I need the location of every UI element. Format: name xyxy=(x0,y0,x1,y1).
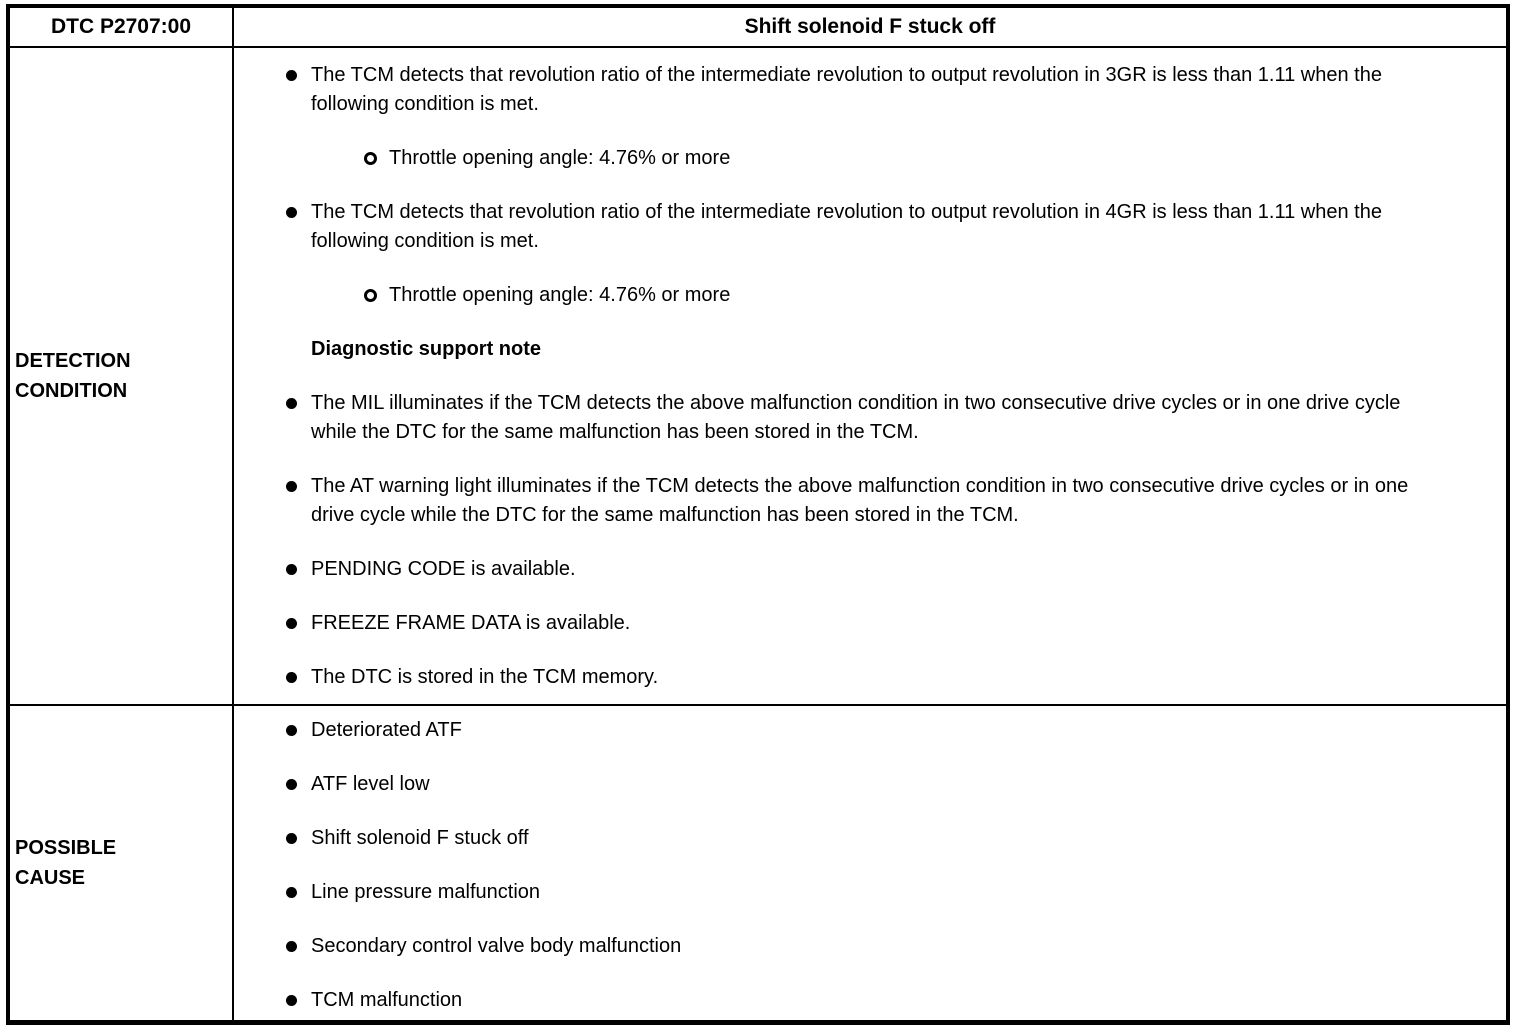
list-item-text: Secondary control valve body malfunction xyxy=(311,935,682,957)
list-item: Secondary control valve body malfunction xyxy=(286,932,1418,961)
list-item-text: PENDING CODE is available. xyxy=(311,558,576,580)
bullet-icon xyxy=(286,770,311,799)
list-item-text: The DTC is stored in the TCM memory. xyxy=(311,666,659,688)
list-item: The AT warning light illuminates if the … xyxy=(286,472,1418,530)
list-item: TCM malfunction xyxy=(286,986,1418,1015)
sub-list-item: Throttle opening angle: 4.76% or more xyxy=(364,144,1418,173)
detection-condition-label: DETECTION CONDITION xyxy=(15,350,131,402)
possible-cause-label: POSSIBLE CAUSE xyxy=(15,837,117,889)
list-item: The TCM detects that revolution ratio of… xyxy=(286,198,1418,256)
list-item-text: The TCM detects that revolution ratio of… xyxy=(311,64,1382,115)
list-item-text: FREEZE FRAME DATA is available. xyxy=(311,612,631,634)
list-item-text: Throttle opening angle: 4.76% or more xyxy=(389,284,731,306)
dtc-info-table: DTC P2707:00 Shift solenoid F stuck off … xyxy=(6,4,1510,1025)
list-item: Deteriorated ATF xyxy=(286,716,1418,745)
dtc-code-label: DTC P2707:00 xyxy=(50,15,192,38)
list-item-text: ATF level low xyxy=(311,773,430,795)
list-item-text: Deteriorated ATF xyxy=(311,719,462,741)
list-item-text: Throttle opening angle: 4.76% or more xyxy=(389,147,731,169)
bullet-icon xyxy=(286,555,311,584)
list-item: Line pressure malfunction xyxy=(286,878,1418,907)
list-item: The DTC is stored in the TCM memory. xyxy=(286,663,1418,692)
list-item: The TCM detects that revolution ratio of… xyxy=(286,61,1418,119)
bullet-icon xyxy=(286,61,311,119)
bullet-icon xyxy=(286,389,311,447)
list-item-text: Line pressure malfunction xyxy=(311,881,541,903)
list-item: Shift solenoid F stuck off xyxy=(286,824,1418,853)
note-heading: Diagnostic support note xyxy=(311,335,1418,364)
possible-cause-label-cell: POSSIBLE CAUSE xyxy=(10,706,234,1020)
detection-condition-content-cell: The TCM detects that revolution ratio of… xyxy=(234,48,1506,706)
detection-condition-list: The TCM detects that revolution ratio of… xyxy=(286,61,1418,692)
detection-condition-label-cell: DETECTION CONDITION xyxy=(10,48,234,706)
list-item-text: TCM malfunction xyxy=(311,989,463,1011)
list-item: The MIL illuminates if the TCM detects t… xyxy=(286,389,1418,447)
dtc-code-header-cell: DTC P2707:00 xyxy=(10,8,234,48)
list-item: FREEZE FRAME DATA is available. xyxy=(286,609,1418,638)
bullet-icon xyxy=(286,824,311,853)
list-item-text: Shift solenoid F stuck off xyxy=(311,827,529,849)
dtc-title-header-cell: Shift solenoid F stuck off xyxy=(234,8,1506,48)
dtc-title: Shift solenoid F stuck off xyxy=(744,15,996,38)
bullet-icon xyxy=(286,716,311,745)
list-item-text: The TCM detects that revolution ratio of… xyxy=(311,201,1382,252)
list-item-text: The MIL illuminates if the TCM detects t… xyxy=(311,392,1401,443)
bullet-icon xyxy=(286,609,311,638)
bullet-icon xyxy=(286,878,311,907)
bullet-icon xyxy=(286,472,311,530)
circle-bullet-icon xyxy=(364,281,389,310)
list-item: PENDING CODE is available. xyxy=(286,555,1418,584)
list-item-text: Diagnostic support note xyxy=(311,338,541,360)
sub-list-item: Throttle opening angle: 4.76% or more xyxy=(364,281,1418,310)
circle-bullet-icon xyxy=(364,144,389,173)
bullet-icon xyxy=(286,663,311,692)
list-item-text: The AT warning light illuminates if the … xyxy=(311,475,1409,526)
bullet-icon xyxy=(286,198,311,256)
bullet-icon xyxy=(286,932,311,961)
list-item: ATF level low xyxy=(286,770,1418,799)
bullet-icon xyxy=(286,986,311,1015)
